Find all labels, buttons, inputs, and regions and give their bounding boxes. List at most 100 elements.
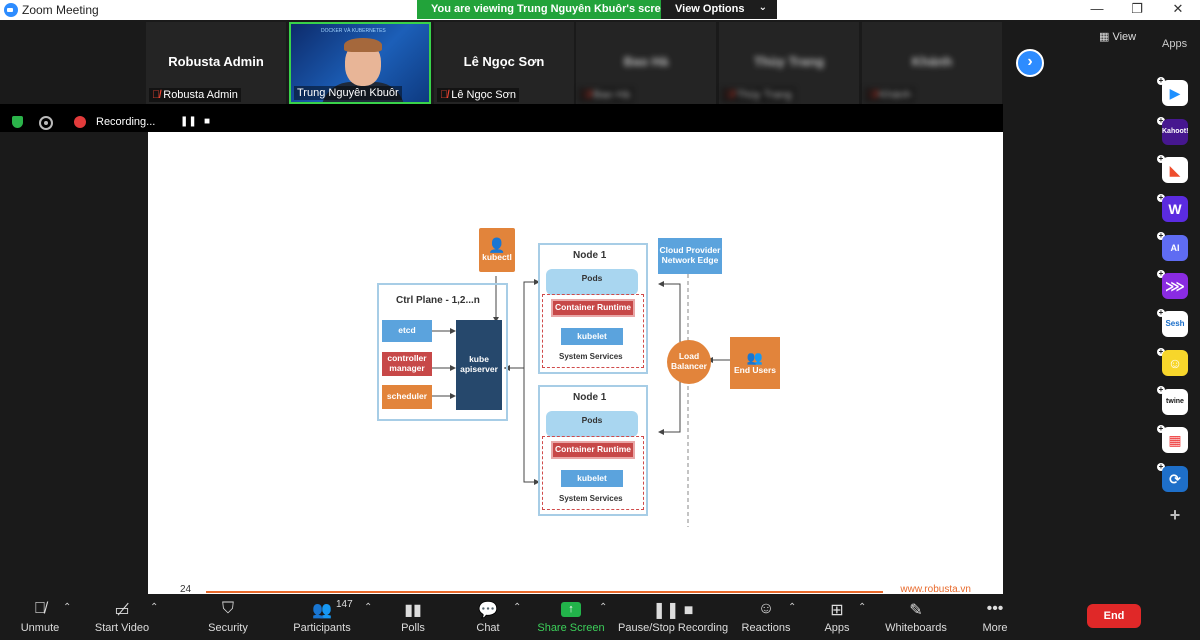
twine-app-icon[interactable]: twine — [1162, 389, 1188, 415]
load-balancer-box: Load Balancer — [667, 340, 711, 384]
minimize-button[interactable]: — — [1090, 1, 1104, 16]
grid-app-icon[interactable]: ▦ — [1162, 427, 1188, 453]
window-title: Zoom Meeting — [22, 3, 99, 17]
add-icon: + — [1157, 347, 1165, 356]
chat-icon: 💬 — [478, 602, 498, 619]
chevron-up-icon[interactable]: ⌃ — [364, 602, 373, 613]
mic-muted-icon: 🎙̸ — [152, 89, 161, 101]
node-title: Node 1 — [573, 250, 607, 261]
w-app-icon[interactable]: W — [1162, 196, 1188, 222]
view-button[interactable]: ▦ View — [1099, 31, 1137, 43]
participant-tile-active-speaker[interactable]: DOCKER VÀ KUBERNETES Trung Nguyên Kbuôr — [289, 22, 431, 104]
pause-recording-icon[interactable]: ❚❚ — [180, 116, 197, 127]
shared-screen: 👤 kubectl Ctrl Plane - 1,2...n etcd cont… — [148, 132, 1003, 595]
viewing-message: You are viewing Trung Nguyên Kbuôr's scr… — [431, 3, 674, 15]
scheduler-box: scheduler — [382, 385, 432, 409]
system-services-label: System Services — [559, 494, 623, 503]
user-icon: 👤 — [488, 237, 506, 254]
security-button[interactable]: ⛉ Security — [208, 600, 248, 634]
smiley-plus-icon: ☺ — [757, 600, 775, 617]
end-users-box: 👥 End Users — [730, 337, 780, 389]
participant-tile[interactable]: Khánh 🎙̸Khánh — [862, 22, 1002, 104]
polls-button[interactable]: ▮▮ Polls — [401, 602, 425, 634]
kubectl-box: 👤 kubectl — [479, 228, 515, 272]
cloud-edge-box: Cloud Provider Network Edge — [658, 238, 722, 274]
apps-icon: ⊞ — [830, 602, 844, 619]
chevron-up-icon[interactable]: ⌃ — [788, 602, 797, 613]
start-video-button[interactable]: ▭̸ Start Video — [94, 602, 150, 634]
more-button[interactable]: ••• More — [982, 600, 1008, 634]
app-launcher-icon[interactable]: ▶ — [1162, 80, 1188, 106]
close-button[interactable]: ✕ — [1172, 1, 1184, 16]
viewing-banner: You are viewing Trung Nguyên Kbuôr's scr… — [417, 0, 777, 19]
participant-tag: 🎙̸Lê Ngọc Sơn — [437, 88, 519, 102]
slide-website: www.robusta.vn — [900, 584, 971, 595]
view-options-button[interactable]: View Options ⌄ — [661, 0, 777, 19]
sesh-app-icon[interactable]: Sesh — [1162, 311, 1188, 337]
sync-app-icon[interactable]: ⟳ — [1162, 466, 1188, 492]
chevron-up-icon[interactable]: ⌃ — [599, 602, 608, 613]
slide-footer-line — [206, 591, 883, 593]
participant-tile[interactable]: Lê Ngọc Sơn 🎙̸Lê Ngọc Sơn — [434, 22, 574, 104]
video-off-icon: ▭̸ — [114, 602, 130, 619]
chevron-up-icon[interactable]: ⌃ — [150, 602, 159, 613]
ctrl-plane-box — [377, 283, 508, 421]
ai-app-icon[interactable]: AI — [1162, 235, 1188, 261]
participant-name: Bao Hà — [623, 54, 669, 69]
participant-tile[interactable]: Thùy Trang 🎙̸Thùy Trang — [719, 22, 859, 104]
pods-box: Pods — [546, 269, 638, 295]
pods-box: Pods — [546, 411, 638, 437]
participant-tile[interactable]: Bao Hà 🎙̸Bao Hà — [576, 22, 716, 104]
end-meeting-button[interactable]: End — [1087, 604, 1141, 628]
chevron-up-icon[interactable]: ⌃ — [63, 602, 72, 613]
focus-mode-icon[interactable] — [39, 116, 53, 130]
chevron-right-icon: › — [1027, 53, 1033, 70]
chevron-up-icon[interactable]: ⌃ — [513, 602, 522, 613]
stream-app-icon[interactable]: ⋙ — [1162, 273, 1188, 299]
recording-label: Recording... — [96, 116, 156, 128]
slide-page-number: 24 — [180, 584, 192, 595]
grid-icon: ▦ — [1099, 31, 1110, 43]
add-icon: + — [1157, 385, 1165, 394]
apps-button[interactable]: ⊞ Apps — [824, 602, 850, 634]
stop-recording-icon[interactable]: ■ — [204, 116, 211, 127]
kahoot-app-icon[interactable]: Kahoot! — [1162, 119, 1188, 145]
whiteboards-button[interactable]: ✎ Whiteboards — [885, 602, 947, 634]
meeting-toolbar: 🎙̸ Unmute ⌃ ▭̸ Start Video ⌃ ⛉ Security … — [0, 594, 1200, 640]
video-banner-text: DOCKER VÀ KUBERNETES — [321, 28, 386, 34]
diagram-connectors — [428, 260, 730, 527]
reactions-button[interactable]: ☺ Reactions — [741, 600, 791, 634]
add-app-button[interactable]: + — [1169, 505, 1181, 525]
controller-manager-box: controller manager — [382, 352, 432, 376]
participant-tag: 🎙̸Khánh — [865, 88, 915, 102]
whiteboard-icon: ✎ — [909, 602, 923, 619]
recording-bar — [0, 104, 1003, 132]
emoji-app-icon[interactable]: ☺ — [1162, 350, 1188, 376]
participant-name: Thùy Trang — [753, 54, 825, 69]
zoom-logo-icon — [4, 3, 18, 17]
chat-button[interactable]: 💬 Chat — [476, 602, 500, 634]
add-icon: + — [1157, 462, 1165, 471]
participant-name: Lê Ngọc Sơn — [463, 54, 545, 69]
apps-panel-title: Apps — [1162, 38, 1188, 50]
participant-tag: Trung Nguyên Kbuôr — [294, 86, 402, 100]
pause-stop-recording-button[interactable]: ❚❚ ■ Pause/Stop Recording — [618, 602, 729, 634]
participant-gallery: Robusta Admin 🎙̸Robusta Admin DOCKER VÀ … — [146, 22, 1006, 104]
participants-button[interactable]: 👥 147 Participants — [293, 599, 353, 634]
mic-muted-icon: 🎙̸ — [725, 89, 734, 101]
mic-muted-icon: 🎙̸ — [34, 600, 46, 617]
share-screen-button[interactable]: ↑ Share Screen — [537, 602, 605, 634]
unmute-button[interactable]: 🎙̸ Unmute — [20, 600, 60, 634]
kubelet-box: kubelet — [561, 470, 623, 487]
mic-muted-icon: 🎙̸ — [582, 89, 591, 101]
participant-tag: 🎙̸Bao Hà — [579, 88, 633, 102]
restore-button[interactable]: ❐ — [1131, 1, 1143, 16]
chevron-up-icon[interactable]: ⌃ — [858, 602, 867, 613]
node-box — [538, 385, 648, 516]
shield-icon[interactable] — [12, 116, 23, 128]
participants-count: 147 — [336, 599, 353, 610]
participant-tile[interactable]: Robusta Admin 🎙̸Robusta Admin — [146, 22, 286, 104]
add-icon: + — [1157, 269, 1165, 278]
next-page-button[interactable]: › — [1016, 49, 1044, 77]
orange-app-icon[interactable]: ◣ — [1162, 157, 1188, 183]
